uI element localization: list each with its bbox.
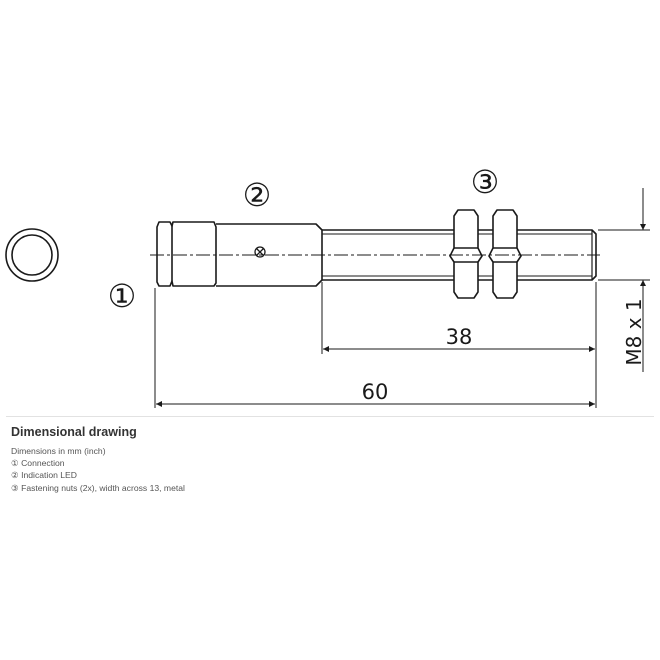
fastening-nut-right — [488, 209, 522, 299]
indication-led-symbol — [254, 246, 266, 258]
extension-lines — [154, 229, 650, 408]
end-view-ring — [5, 228, 59, 282]
dimension-38-label: 38 — [446, 325, 473, 349]
callout-3: ③ — [471, 163, 500, 201]
dimension-60-label: 60 — [362, 380, 389, 404]
units-note: Dimensions in mm (inch) — [11, 446, 106, 456]
caption-title: Dimensional drawing — [11, 425, 137, 439]
legend-item-connection: ① Connection — [11, 458, 65, 469]
section-divider — [6, 416, 654, 417]
sensor-body — [156, 221, 597, 287]
legend-item-fastening-nuts: ③ Fastening nuts (2x), width across 13, … — [11, 482, 185, 493]
fastening-nut-left — [449, 209, 483, 299]
dimensional-drawing: 38 60 M8 x 1 ① ② ③ — [5, 163, 650, 408]
thread-size-label: M8 x 1 — [622, 298, 646, 365]
caption-block: Dimensional drawing Dimensions in mm (in… — [11, 425, 651, 494]
callout-1: ① — [108, 277, 137, 315]
connector-end — [156, 221, 217, 287]
callout-2: ② — [243, 176, 272, 214]
legend-item-indication-led: ② Indication LED — [11, 470, 77, 481]
